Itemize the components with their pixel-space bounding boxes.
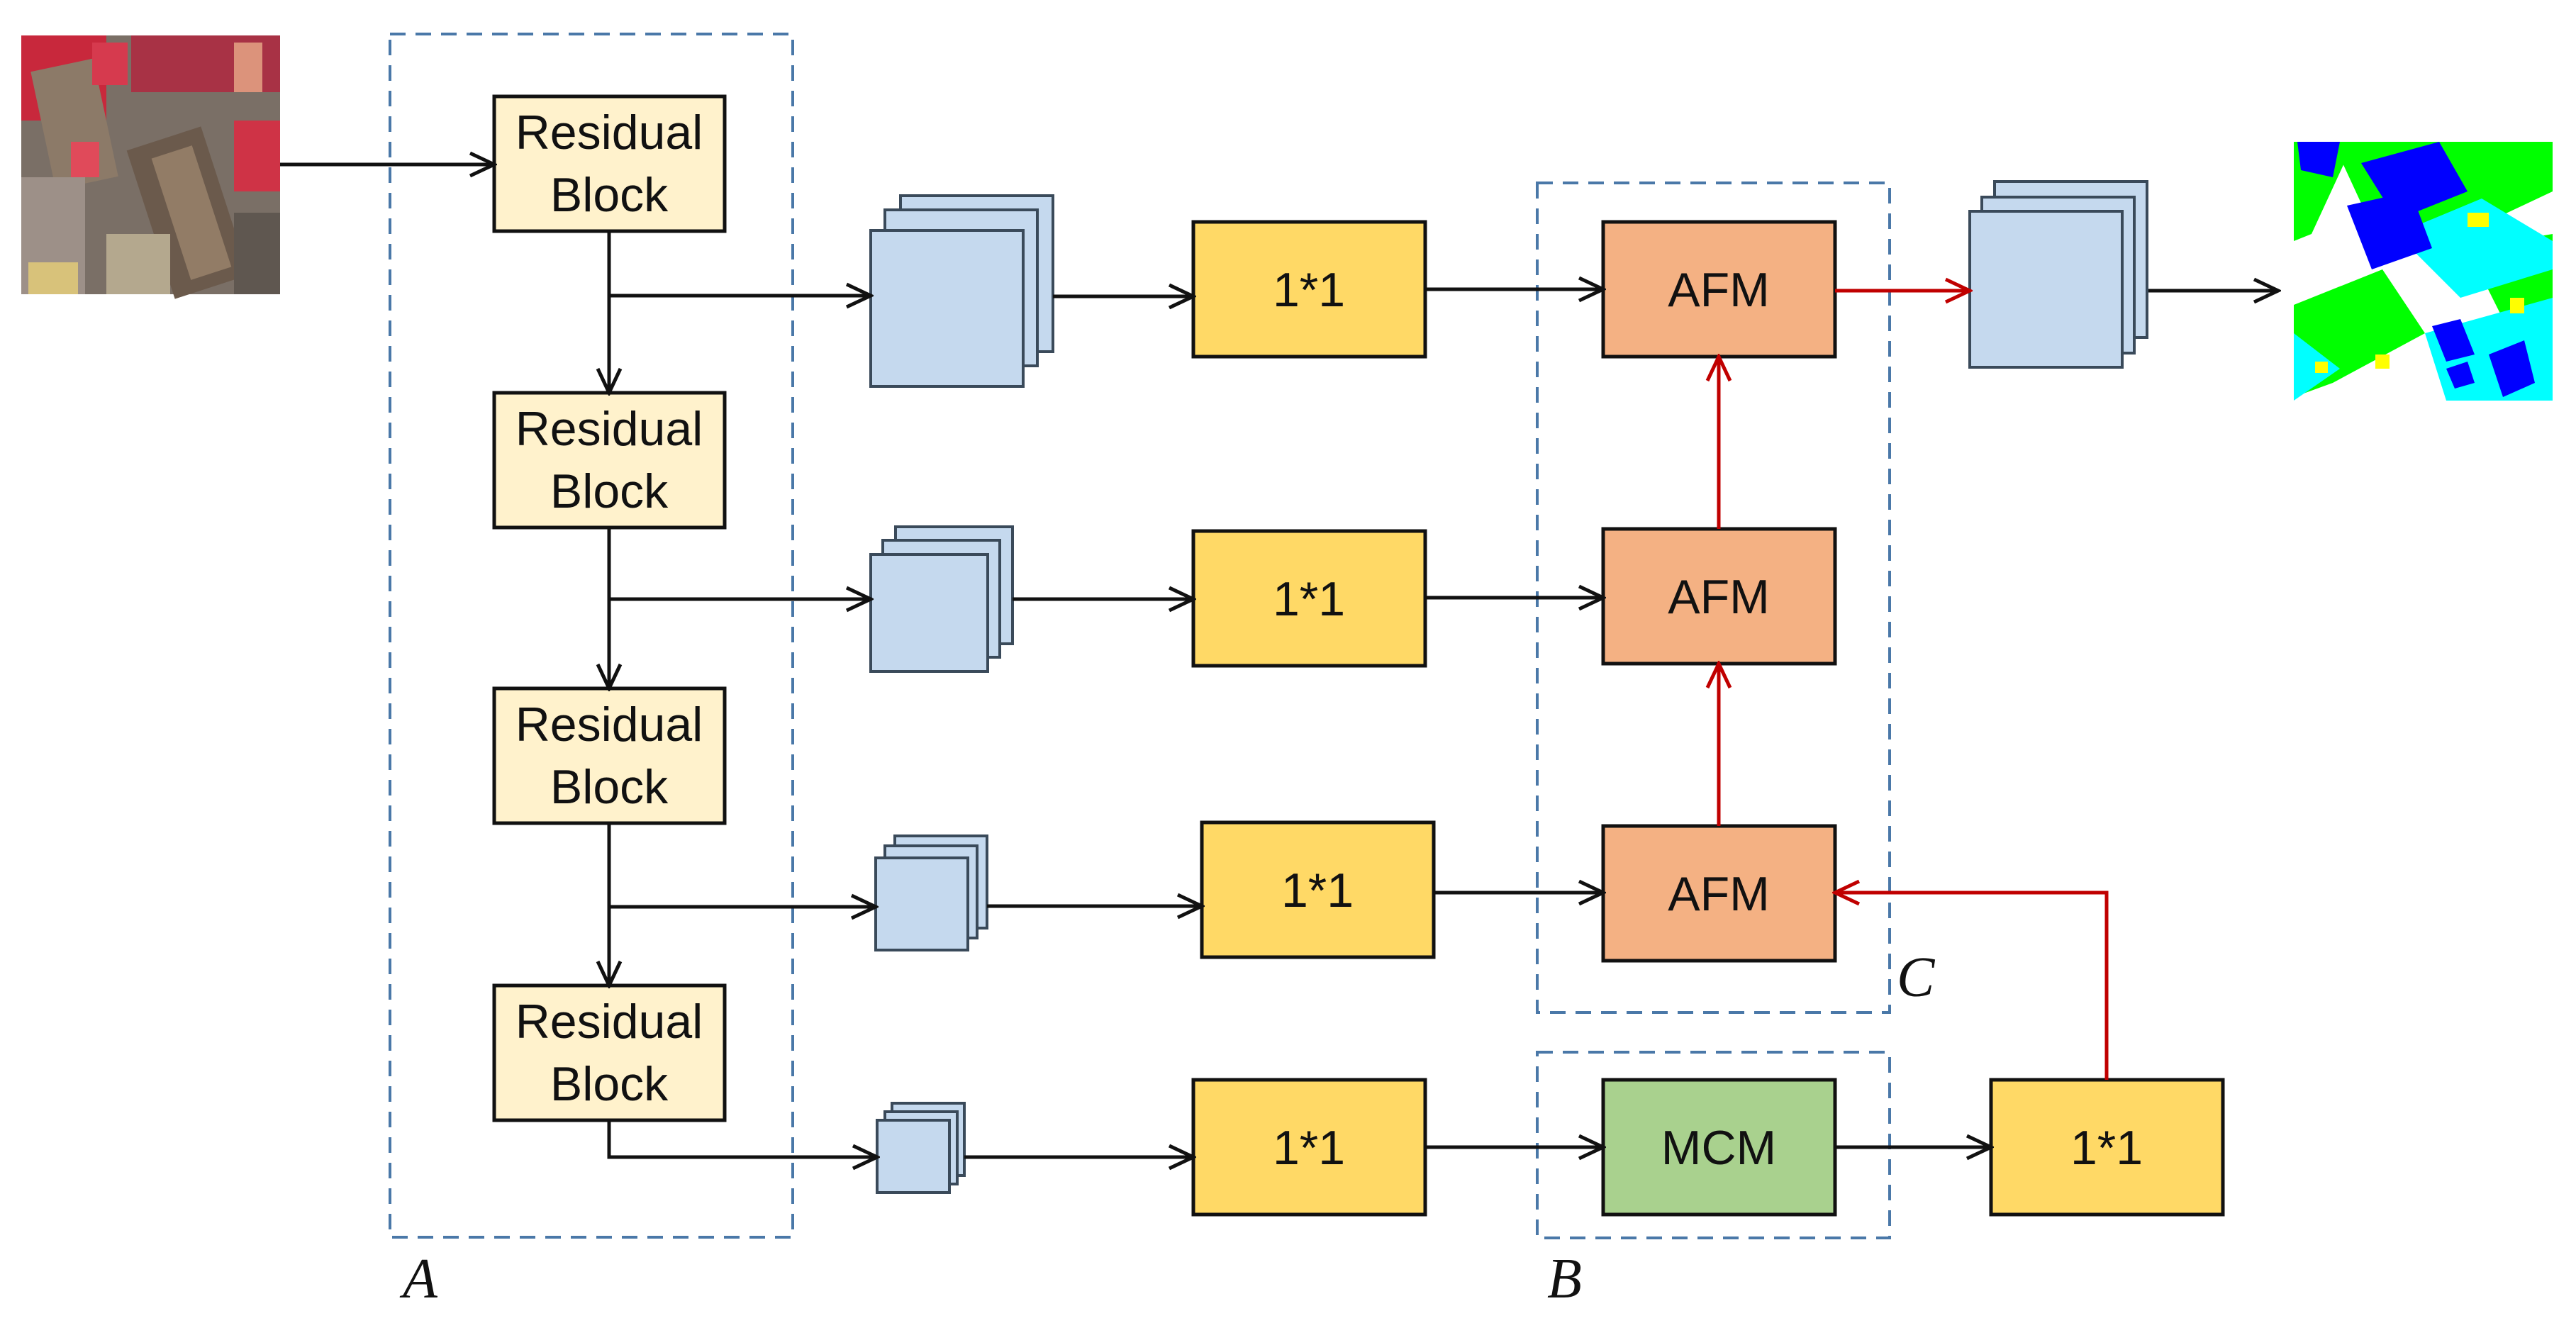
conv-1x1-box-5: 1*1: [1989, 1078, 2225, 1217]
residual-block-4-line1: Residual: [515, 995, 703, 1049]
arrow-block4-to-features4: [607, 1120, 877, 1157]
residual-block-2-line1: Residual: [515, 402, 703, 456]
afm-box-1: AFM: [1601, 220, 1837, 359]
group-c-label: C: [1897, 947, 1936, 1009]
residual-block-4: Residual Block: [492, 983, 727, 1122]
input-aerial-image: [21, 35, 280, 299]
conv-1x1-label-3: 1*1: [1281, 864, 1354, 917]
residual-block-2: Residual Block: [492, 391, 727, 530]
residual-block-1-line1: Residual: [515, 106, 703, 160]
feature-map-stack-1: [869, 194, 1054, 388]
residual-block-3-line2: Block: [550, 760, 669, 814]
residual-block-1: Residual Block: [492, 94, 727, 233]
group-b-label: B: [1547, 1248, 1582, 1310]
group-a-label: A: [399, 1248, 438, 1310]
group-a-border: [389, 33, 794, 1239]
residual-block-3-line1: Residual: [515, 698, 703, 752]
conv-1x1-box-1: 1*1: [1191, 220, 1427, 359]
afm-label-2: AFM: [1668, 570, 1770, 624]
feature-map-stack-3: [874, 834, 988, 951]
afm-label-3: AFM: [1668, 867, 1770, 921]
conv-1x1-box-4: 1*1: [1191, 1078, 1427, 1217]
residual-block-1-line2: Block: [550, 168, 669, 222]
afm-box-3: AFM: [1601, 824, 1837, 963]
conv-1x1-label-2: 1*1: [1273, 572, 1345, 626]
output-feature-map-stack: [1968, 180, 2148, 369]
residual-block-3: Residual Block: [492, 686, 727, 825]
feature-map-stack-4: [876, 1102, 966, 1194]
conv-1x1-label-5: 1*1: [2070, 1121, 2143, 1175]
mcm-label: MCM: [1661, 1121, 1776, 1175]
afm-box-2: AFM: [1601, 527, 1837, 666]
mcm-box: MCM: [1601, 1078, 1837, 1217]
conv-1x1-box-3: 1*1: [1200, 820, 1436, 959]
conv-1x1-box-2: 1*1: [1191, 529, 1427, 668]
residual-block-2-line2: Block: [550, 464, 669, 518]
red-arrow-conv5-to-afm3: [1835, 893, 2109, 1080]
output-segmentation-map: [2294, 142, 2553, 401]
afm-label-1: AFM: [1668, 263, 1770, 317]
feature-map-stack-2: [869, 525, 1014, 673]
group-b-border: [1536, 1051, 1891, 1239]
residual-block-4-line2: Block: [550, 1057, 669, 1111]
conv-1x1-label-4: 1*1: [1273, 1121, 1345, 1175]
conv-1x1-label-1: 1*1: [1273, 263, 1345, 317]
